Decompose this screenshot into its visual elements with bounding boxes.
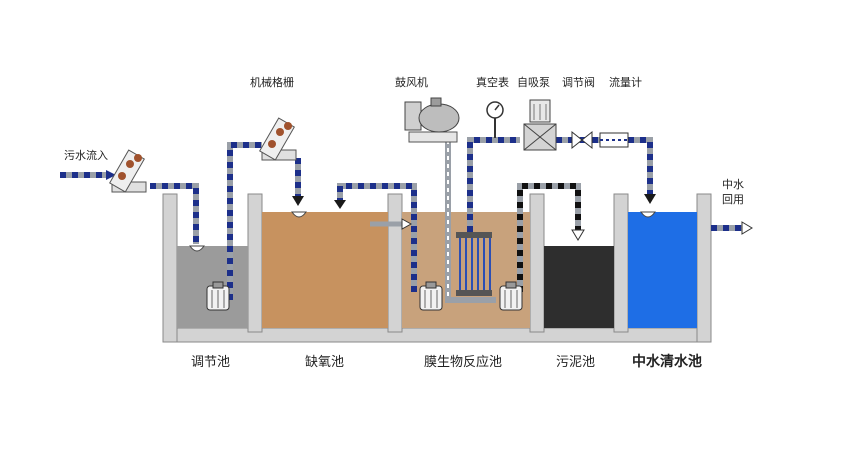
mechanical-screen-1-icon	[109, 149, 147, 193]
pipe-screen2-to-anoxic	[292, 158, 304, 206]
submersible-pump-3-icon	[499, 281, 523, 311]
pipe-sludge	[517, 183, 585, 292]
wall-left	[162, 193, 178, 343]
mechanical-screen-2-icon	[259, 117, 297, 161]
tank-label-reclaimed: 中水清水池	[632, 353, 702, 370]
label-reuse-line2: 回用	[722, 193, 744, 206]
tank-label-mbr: 膜生物反应池	[424, 354, 502, 370]
water-level-indicators	[189, 211, 656, 252]
water-reclaimed	[628, 212, 697, 328]
label-screen: 机械格栅	[250, 75, 294, 89]
pipe-mbr-to-anoxic	[334, 183, 417, 292]
blower-icon	[404, 97, 460, 143]
pipes	[60, 137, 753, 303]
submersible-pump-1-icon	[206, 281, 230, 311]
wall-3	[529, 193, 545, 333]
label-blower: 鼓风机	[395, 75, 428, 89]
membrane-module-icon	[456, 232, 492, 296]
labels: 污水流入 机械格栅 鼓风机 真空表 自吸泵 调节阀 流量计 中水 回用 调节池 …	[64, 75, 744, 370]
label-inflow: 污水流入	[64, 148, 108, 162]
label-reuse-line1: 中水	[722, 178, 744, 191]
tank-label-anoxic: 缺氧池	[305, 355, 344, 370]
tank-structure	[162, 193, 712, 343]
level-indicator-regulating	[189, 245, 205, 252]
wall-right	[696, 193, 712, 343]
submersible-pump-2-icon	[419, 281, 443, 311]
label-self-priming-pump: 自吸泵	[517, 76, 550, 89]
pipe-regulating-to-screen2	[227, 142, 262, 300]
pipe-blower-air	[445, 140, 496, 303]
pipe-anoxic-overflow	[370, 218, 413, 230]
tank-label-sludge: 污泥池	[556, 355, 595, 370]
control-valve-icon	[571, 130, 593, 150]
level-indicator-anoxic	[291, 211, 307, 218]
tank-label-regulating: 调节池	[191, 355, 230, 370]
self-priming-pump-icon	[523, 99, 557, 151]
pipe-screen1-to-regulating	[150, 183, 199, 244]
label-control-valve: 调节阀	[562, 75, 595, 89]
wall-1	[247, 193, 263, 333]
label-vacuum-gauge: 真空表	[476, 75, 509, 89]
vacuum-gauge-icon	[486, 101, 504, 138]
water-sludge	[544, 246, 614, 328]
pipe-reuse-out	[711, 221, 753, 235]
wall-2	[387, 193, 403, 333]
flow-meter-icon	[599, 132, 629, 148]
water-anoxic	[262, 212, 388, 328]
basin-floor	[162, 327, 712, 343]
inflow-pipe	[60, 170, 116, 180]
label-flow-meter: 流量计	[609, 75, 642, 89]
level-indicator-reclaimed	[640, 211, 656, 218]
wall-4	[613, 193, 629, 333]
